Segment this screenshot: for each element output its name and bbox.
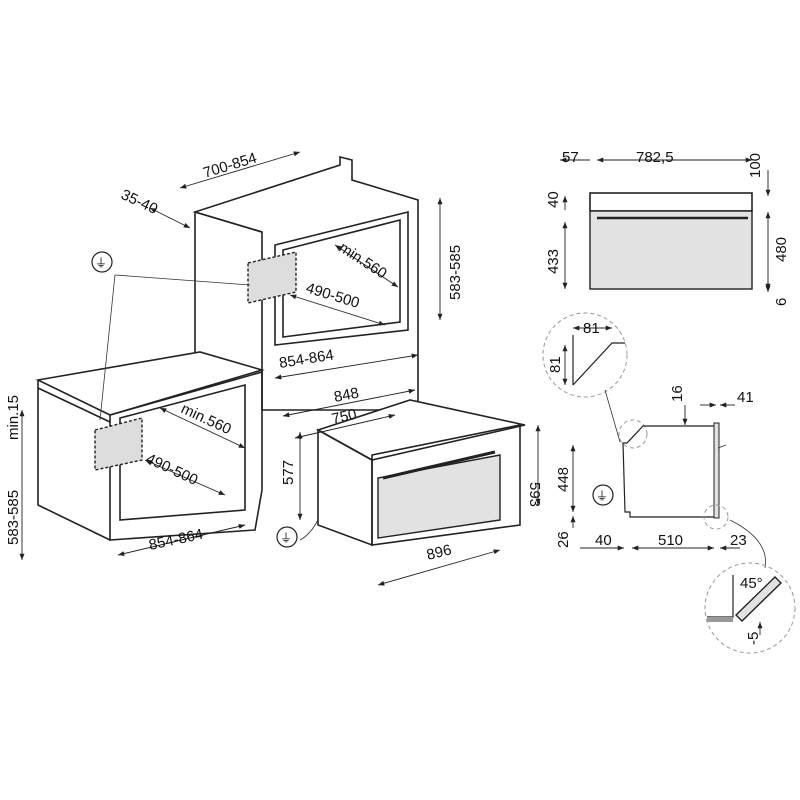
profile-height-label: 448 [555, 467, 572, 492]
plug-icon: ⏚ [91, 251, 113, 273]
profile-depth-label: 510 [658, 532, 683, 549]
lower-opening-depth-label: min.560 [178, 400, 234, 438]
total-height-label: 480 [773, 237, 790, 262]
oven-depth-body-label: 750 [330, 406, 358, 428]
upper-cabinet [192, 155, 419, 411]
lower-cabinet [35, 274, 265, 541]
upper-height-label: 583-585 [447, 245, 464, 300]
profile-view [542, 312, 796, 654]
oven-height-body-label: 577 [280, 460, 297, 485]
svg-text:⏚: ⏚ [95, 256, 107, 270]
offset-label: -5 [745, 632, 762, 645]
top-width-label: 782,5 [636, 149, 674, 166]
top-left-label: 57 [562, 149, 579, 166]
lower-width-label: 854-864 [147, 526, 204, 554]
svg-text:⏚: ⏚ [596, 489, 608, 503]
svg-text:⏚: ⏚ [280, 531, 292, 545]
plug-icon: ⏚ [276, 526, 298, 548]
door-label: 41 [737, 389, 754, 406]
chamfer-width-label: 81 [583, 320, 600, 337]
upper-depth-label: 700-854 [201, 149, 259, 181]
rear-label: 40 [595, 532, 612, 549]
angle-label: 45° [740, 575, 763, 592]
top-gap-label: 16 [669, 385, 686, 402]
lower-height-label: 583-585 [5, 490, 22, 545]
bottom-label: 6 [773, 298, 790, 306]
upper-gap-label: 35-40 [118, 186, 160, 218]
front-label: 23 [730, 532, 747, 549]
lower-clearance-label: min.15 [5, 395, 22, 440]
oven-depth-total-label: 848 [333, 384, 361, 405]
front-top-label: 40 [545, 191, 562, 208]
plug-icon: ⏚ [592, 484, 614, 506]
socket-area-lower [94, 417, 143, 471]
socket-area-upper [247, 251, 297, 304]
oven-height-front-label: 593 [526, 482, 543, 507]
chamfer-height-label: 81 [547, 356, 564, 373]
front-height-label: 433 [545, 249, 562, 274]
front-view [560, 157, 771, 292]
top-right-label: 100 [747, 153, 764, 178]
oven-width-label: 896 [425, 541, 453, 564]
base-label: 26 [555, 531, 572, 548]
lower-opening-width-label: 490-500 [143, 450, 200, 489]
